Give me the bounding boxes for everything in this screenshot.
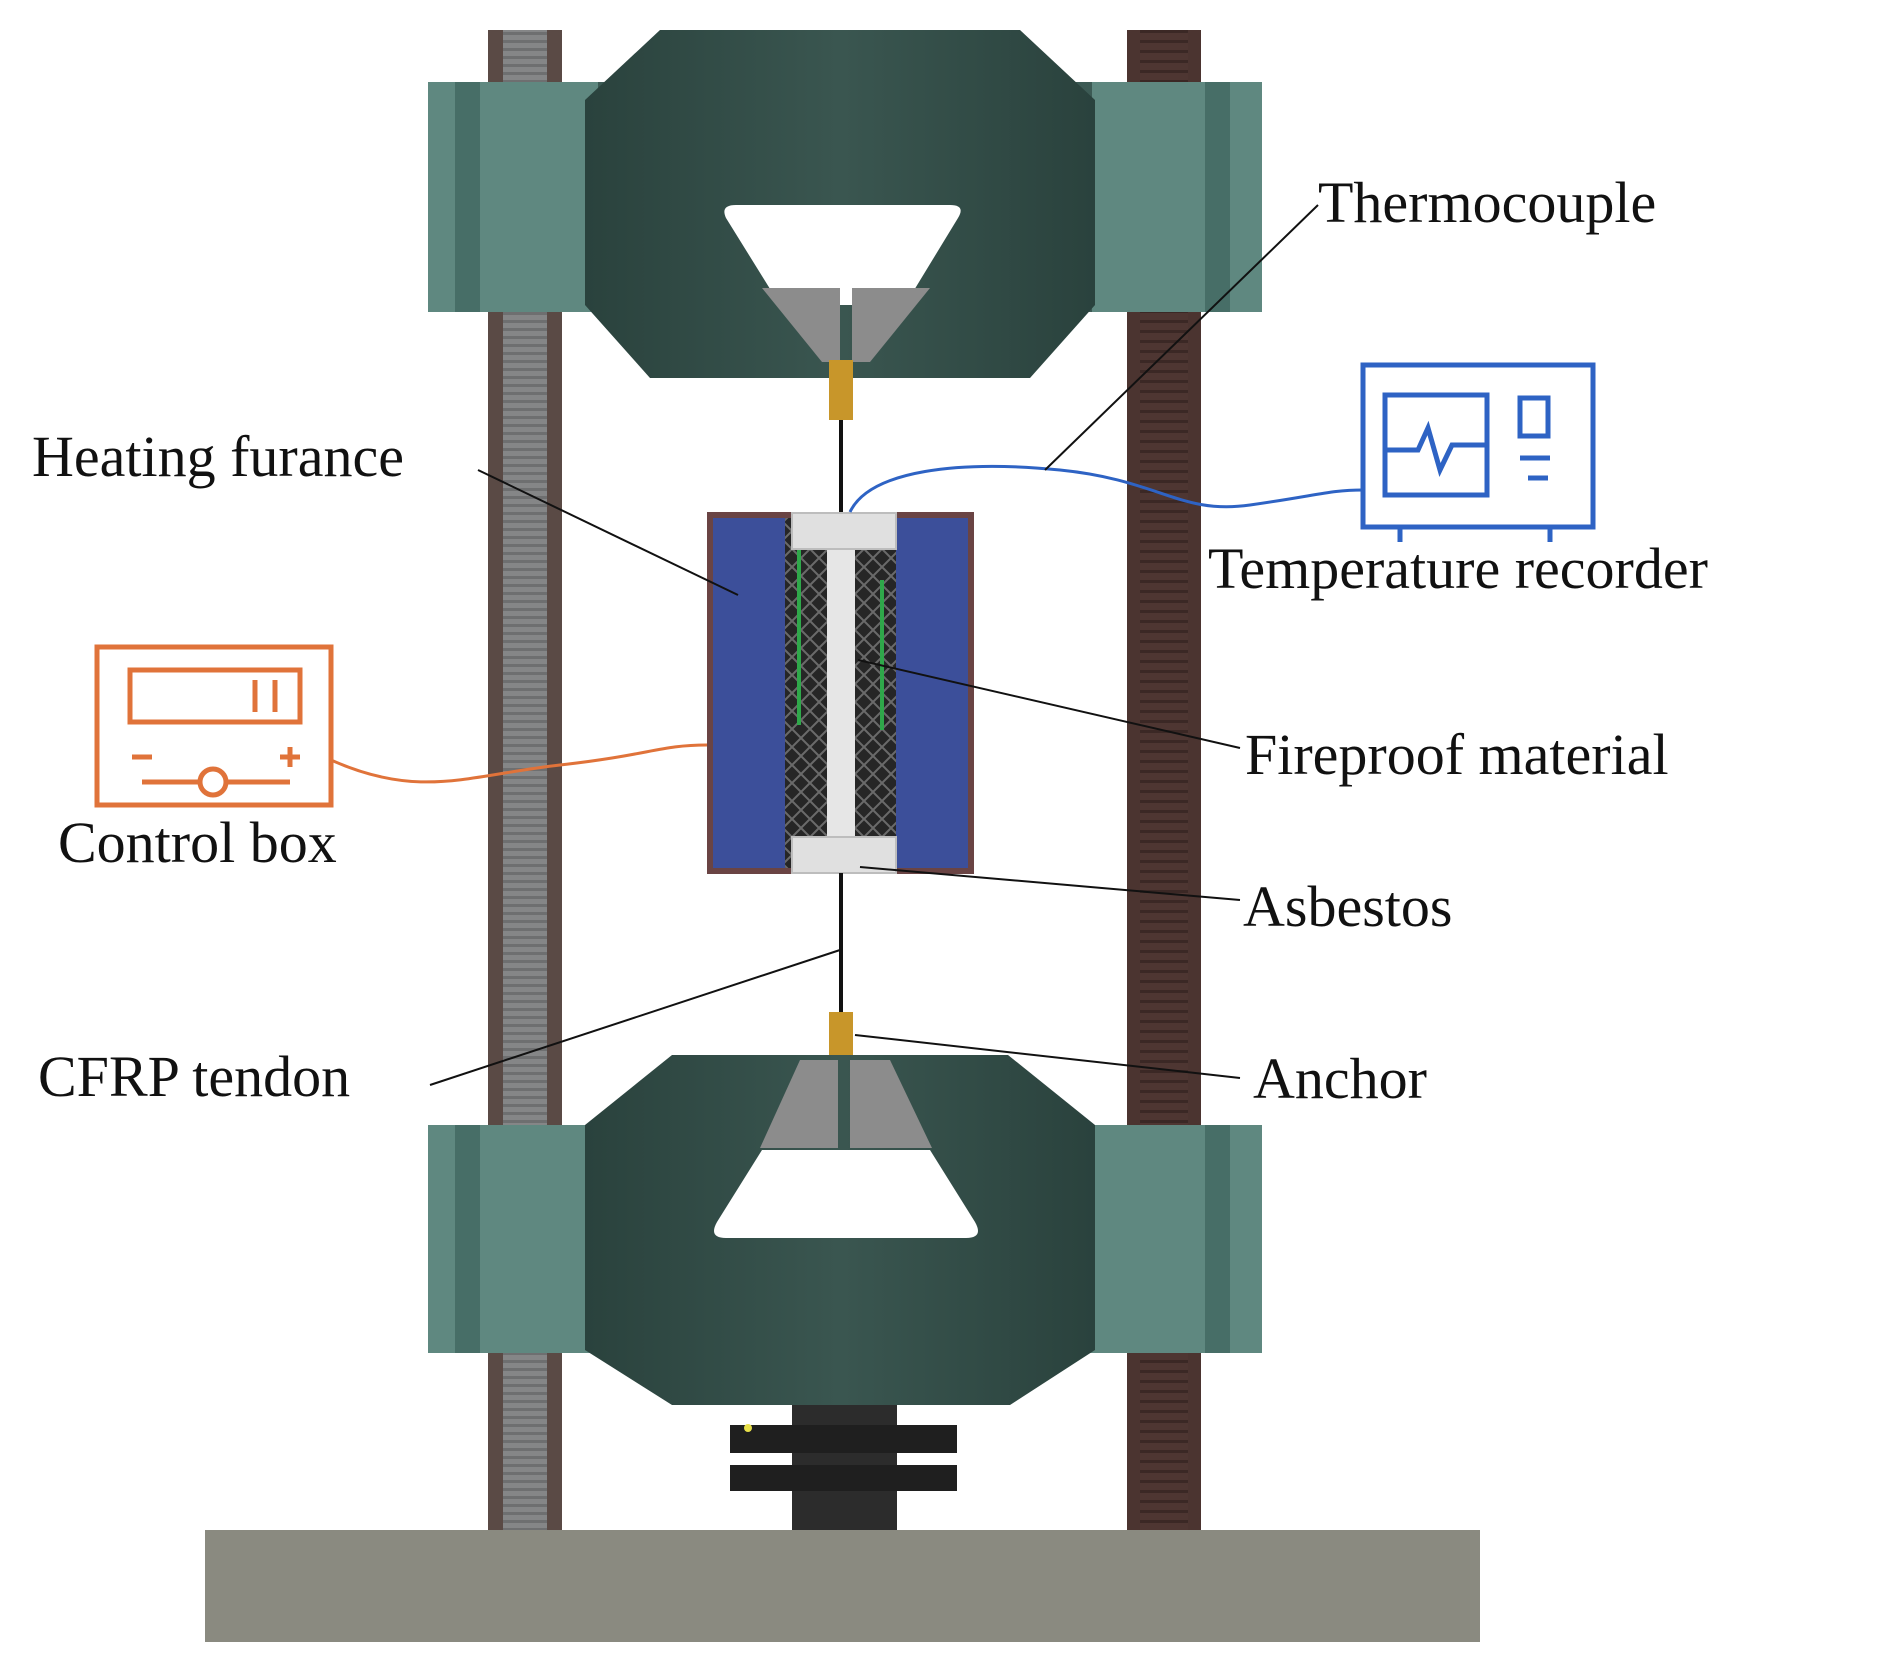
- label-control-box: Control box: [58, 810, 337, 875]
- label-anchor: Anchor: [1253, 1046, 1427, 1111]
- label-temperature-recorder: Temperature recorder: [1208, 536, 1708, 601]
- label-asbestos: Asbestos: [1243, 874, 1452, 939]
- asbestos-bottom: [791, 836, 897, 874]
- label-thermocouple: Thermocouple: [1318, 170, 1656, 235]
- base-plate: [205, 1530, 1480, 1642]
- monitor-icon: [1360, 362, 1596, 542]
- label-heating-furnace: Heating furance: [32, 424, 404, 489]
- lower-crosshead: [428, 1055, 1262, 1405]
- label-fireproof-material: Fireproof material: [1245, 722, 1669, 787]
- upper-anchor: [829, 360, 853, 420]
- thermocouple-wire: [848, 464, 1364, 513]
- fireproof-material: [827, 545, 855, 845]
- leader-lines: [429, 204, 1319, 1086]
- upper-crosshead: [428, 30, 1262, 378]
- control-cable: [330, 743, 708, 784]
- asbestos-top: [791, 512, 897, 550]
- hydraulic-jack: [730, 1405, 957, 1530]
- label-cfrp-tendon: CFRP tendon: [38, 1044, 350, 1109]
- control-box-icon: [94, 644, 334, 808]
